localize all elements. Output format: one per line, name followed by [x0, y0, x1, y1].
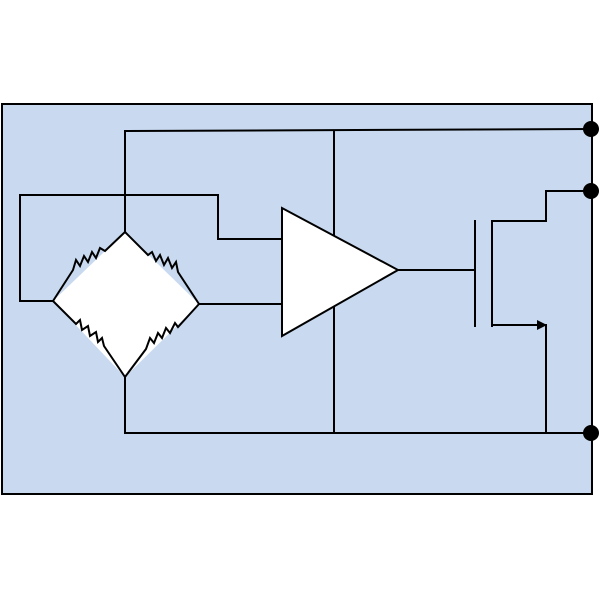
amplifier-triangle — [281, 206, 401, 338]
wire-top-rail — [124, 127, 593, 233]
terminal-dot-bottom — [583, 425, 599, 441]
transistor-drain — [491, 190, 592, 222]
wire-bottom-rail — [124, 376, 592, 434]
resistor-top-left — [52, 231, 126, 302]
wire-bridge-left-to-amp — [19, 194, 283, 302]
bridge-body — [53, 232, 199, 377]
resistor-bottom-right — [124, 303, 200, 378]
terminal-dot-middle — [583, 183, 599, 199]
terminal-dot-top — [583, 121, 599, 137]
resistor-top-right — [124, 231, 200, 305]
resistor-bottom-left — [52, 300, 126, 378]
